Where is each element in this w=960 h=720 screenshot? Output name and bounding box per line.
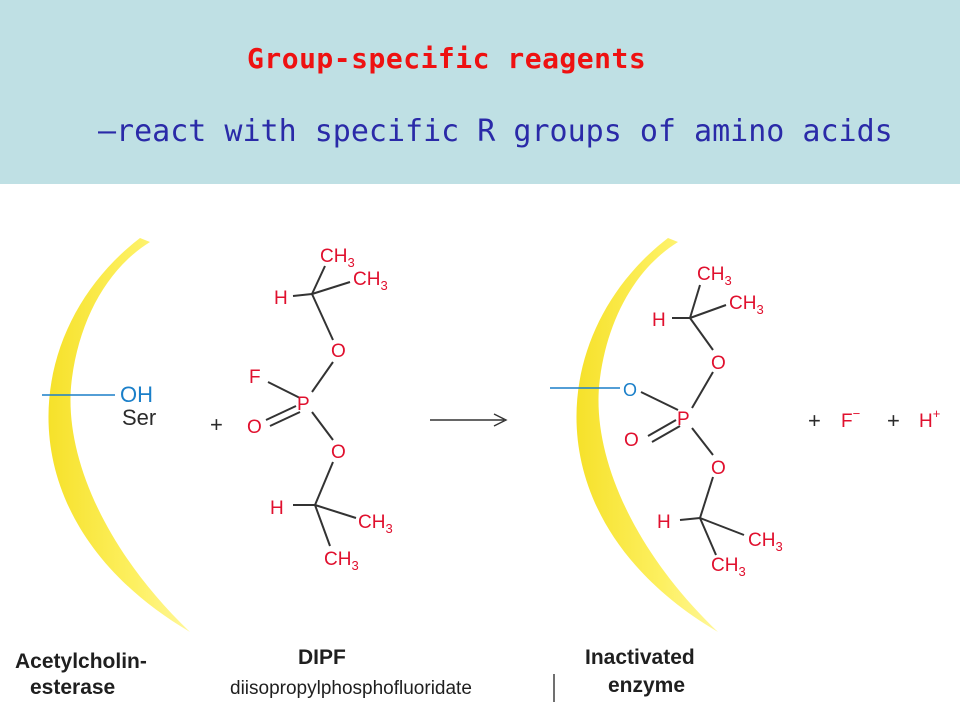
product-o-lower: O — [711, 458, 726, 479]
dipf-h-lower: H — [270, 498, 284, 519]
dipf-full-name: diisopropylphosphofluoridate — [230, 678, 472, 699]
reaction-arrow — [430, 413, 508, 427]
enzyme-label-line2: esterase — [30, 676, 115, 699]
product-p: P — [677, 409, 690, 430]
enzyme-shape-right — [576, 238, 718, 632]
product-o-ester: O — [623, 380, 637, 400]
dipf-ch3-top: CH3 — [320, 246, 355, 270]
dipf-o-double: O — [247, 417, 262, 438]
enzyme-shape-left — [48, 238, 190, 632]
product-o-upper: O — [711, 353, 726, 374]
product-ch3-bottom: CH3 — [711, 555, 746, 579]
product-o-double: O — [624, 430, 639, 451]
enzyme-label-line1: Acetylcholin- — [15, 650, 147, 673]
reaction-scheme: OH Ser + CH3 CH3 H O F P O O H CH3 CH3 — [15, 238, 940, 702]
slide-subtitle: –react with specific R groups of amino a… — [98, 114, 893, 149]
serine-label: Ser — [122, 405, 156, 430]
dipf-o-upper: O — [331, 341, 346, 362]
product-h-upper: H — [652, 310, 666, 331]
dipf-p: P — [297, 394, 310, 415]
product-ch3-lower: CH3 — [748, 530, 783, 554]
hydroxyl-group: OH — [120, 382, 153, 407]
product-h-lower: H — [657, 512, 671, 533]
dipf-ch3-upper: CH3 — [353, 269, 388, 293]
dipf-ch3-bottom: CH3 — [324, 549, 359, 573]
header-band — [0, 0, 960, 184]
slide-title: Group-specific reagents — [247, 42, 647, 75]
dipf-structure — [265, 265, 357, 547]
plus-sign: + — [210, 412, 223, 437]
plus-sign-3: + — [887, 408, 900, 433]
plus-sign-2: + — [808, 408, 821, 433]
product-structure — [640, 284, 745, 556]
dipf-ch3-lower: CH3 — [358, 512, 393, 536]
fluoride-ion: F− — [841, 406, 860, 432]
dipf-o-lower: O — [331, 442, 346, 463]
product-ch3-upper: CH3 — [729, 293, 764, 317]
proton: H+ — [919, 406, 940, 432]
dipf-f: F — [249, 367, 261, 388]
product-label-line1: Inactivated — [585, 646, 695, 669]
product-ch3-top: CH3 — [697, 264, 732, 288]
dipf-h-upper: H — [274, 288, 288, 309]
dipf-label: DIPF — [298, 646, 346, 669]
product-label-line2: enzyme — [608, 674, 685, 697]
